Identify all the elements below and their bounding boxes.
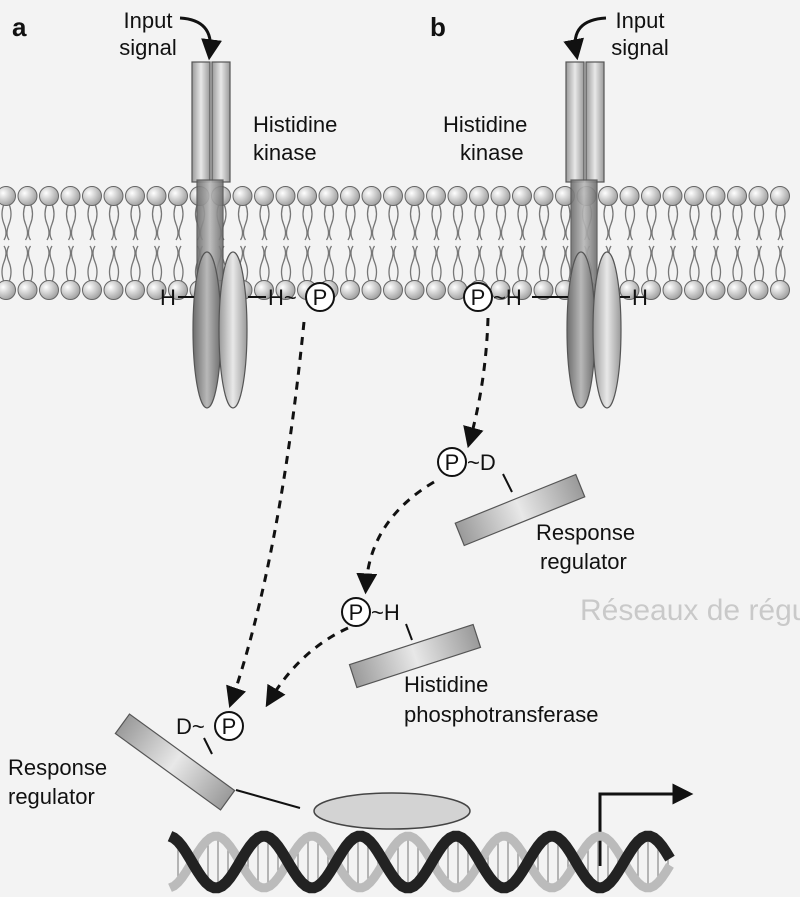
panel-a-input-signal: Input signal	[119, 8, 210, 60]
panel-b-letter: b	[430, 12, 446, 42]
panel-a-h-left: H	[160, 285, 176, 310]
panel-b-phosphotransferase: P ~H Histidine phosphotransferase	[342, 598, 598, 727]
dna-helix	[170, 836, 670, 888]
cell-membrane	[0, 187, 790, 300]
panel-a-phosphate-1-label: P	[313, 285, 328, 310]
panel-b-signal-arrow	[575, 18, 606, 52]
svg-text:P: P	[349, 600, 364, 625]
panel-b-input-label-1: Input	[616, 8, 665, 33]
panel-b-input-label-2: signal	[611, 35, 668, 60]
panel-b-hpt-h: ~H	[371, 600, 400, 625]
panel-b-transfer-arrow-2	[366, 482, 434, 586]
panel-b-histidine-kinase: Histidine kinase	[443, 62, 621, 408]
panel-b-d-phospho: ~D	[467, 450, 496, 475]
panel-b-input-signal: Input signal	[575, 8, 669, 60]
panel-b-transfer-arrow-3	[270, 628, 348, 700]
panel-a-input-label-2: signal	[119, 35, 176, 60]
panel-b-hpt-label-2: phosphotransferase	[404, 702, 598, 727]
panel-b-kinase-label-1: Histidine	[443, 112, 527, 137]
svg-text:P: P	[445, 450, 460, 475]
panel-b-response-regulator: P ~D Response regulator	[438, 448, 635, 574]
panel-a-input-label-1: Input	[124, 8, 173, 33]
panel-b-h-phospho: ~H	[493, 285, 522, 310]
dna-bound-protein	[314, 793, 470, 829]
panel-b-rr-label-2: regulator	[540, 549, 627, 574]
panel-b-h-right: H	[632, 285, 648, 310]
panel-a-h-phospho: H~	[268, 285, 297, 310]
panel-a-d-phospho: D~	[176, 714, 205, 739]
svg-text:P: P	[471, 285, 486, 310]
background-bleed-text: Réseaux de régulation transcriptionnelle…	[580, 594, 800, 627]
panel-a-kinase-label-2: kinase	[253, 140, 317, 165]
panel-a-rr-label-2: regulator	[8, 784, 95, 809]
bleed-heading: Réseaux de régulation transcriptionnelle…	[580, 594, 800, 627]
panel-a-response-regulator: D~ P Response regulator	[8, 712, 243, 810]
panel-a-letter: a	[12, 12, 27, 42]
panel-b-rr-label-1: Response	[536, 520, 635, 545]
panel-a-phosphate-2-label: P	[222, 714, 237, 739]
panel-a-rr-label-1: Response	[8, 755, 107, 780]
panel-b-hpt-label-1: Histidine	[404, 672, 488, 697]
panel-a-kinase-label-1: Histidine	[253, 112, 337, 137]
panel-b-transfer-arrow-1	[470, 318, 488, 440]
panel-b-kinase-label-2: kinase	[460, 140, 524, 165]
panel-a-signal-arrow	[180, 18, 210, 52]
